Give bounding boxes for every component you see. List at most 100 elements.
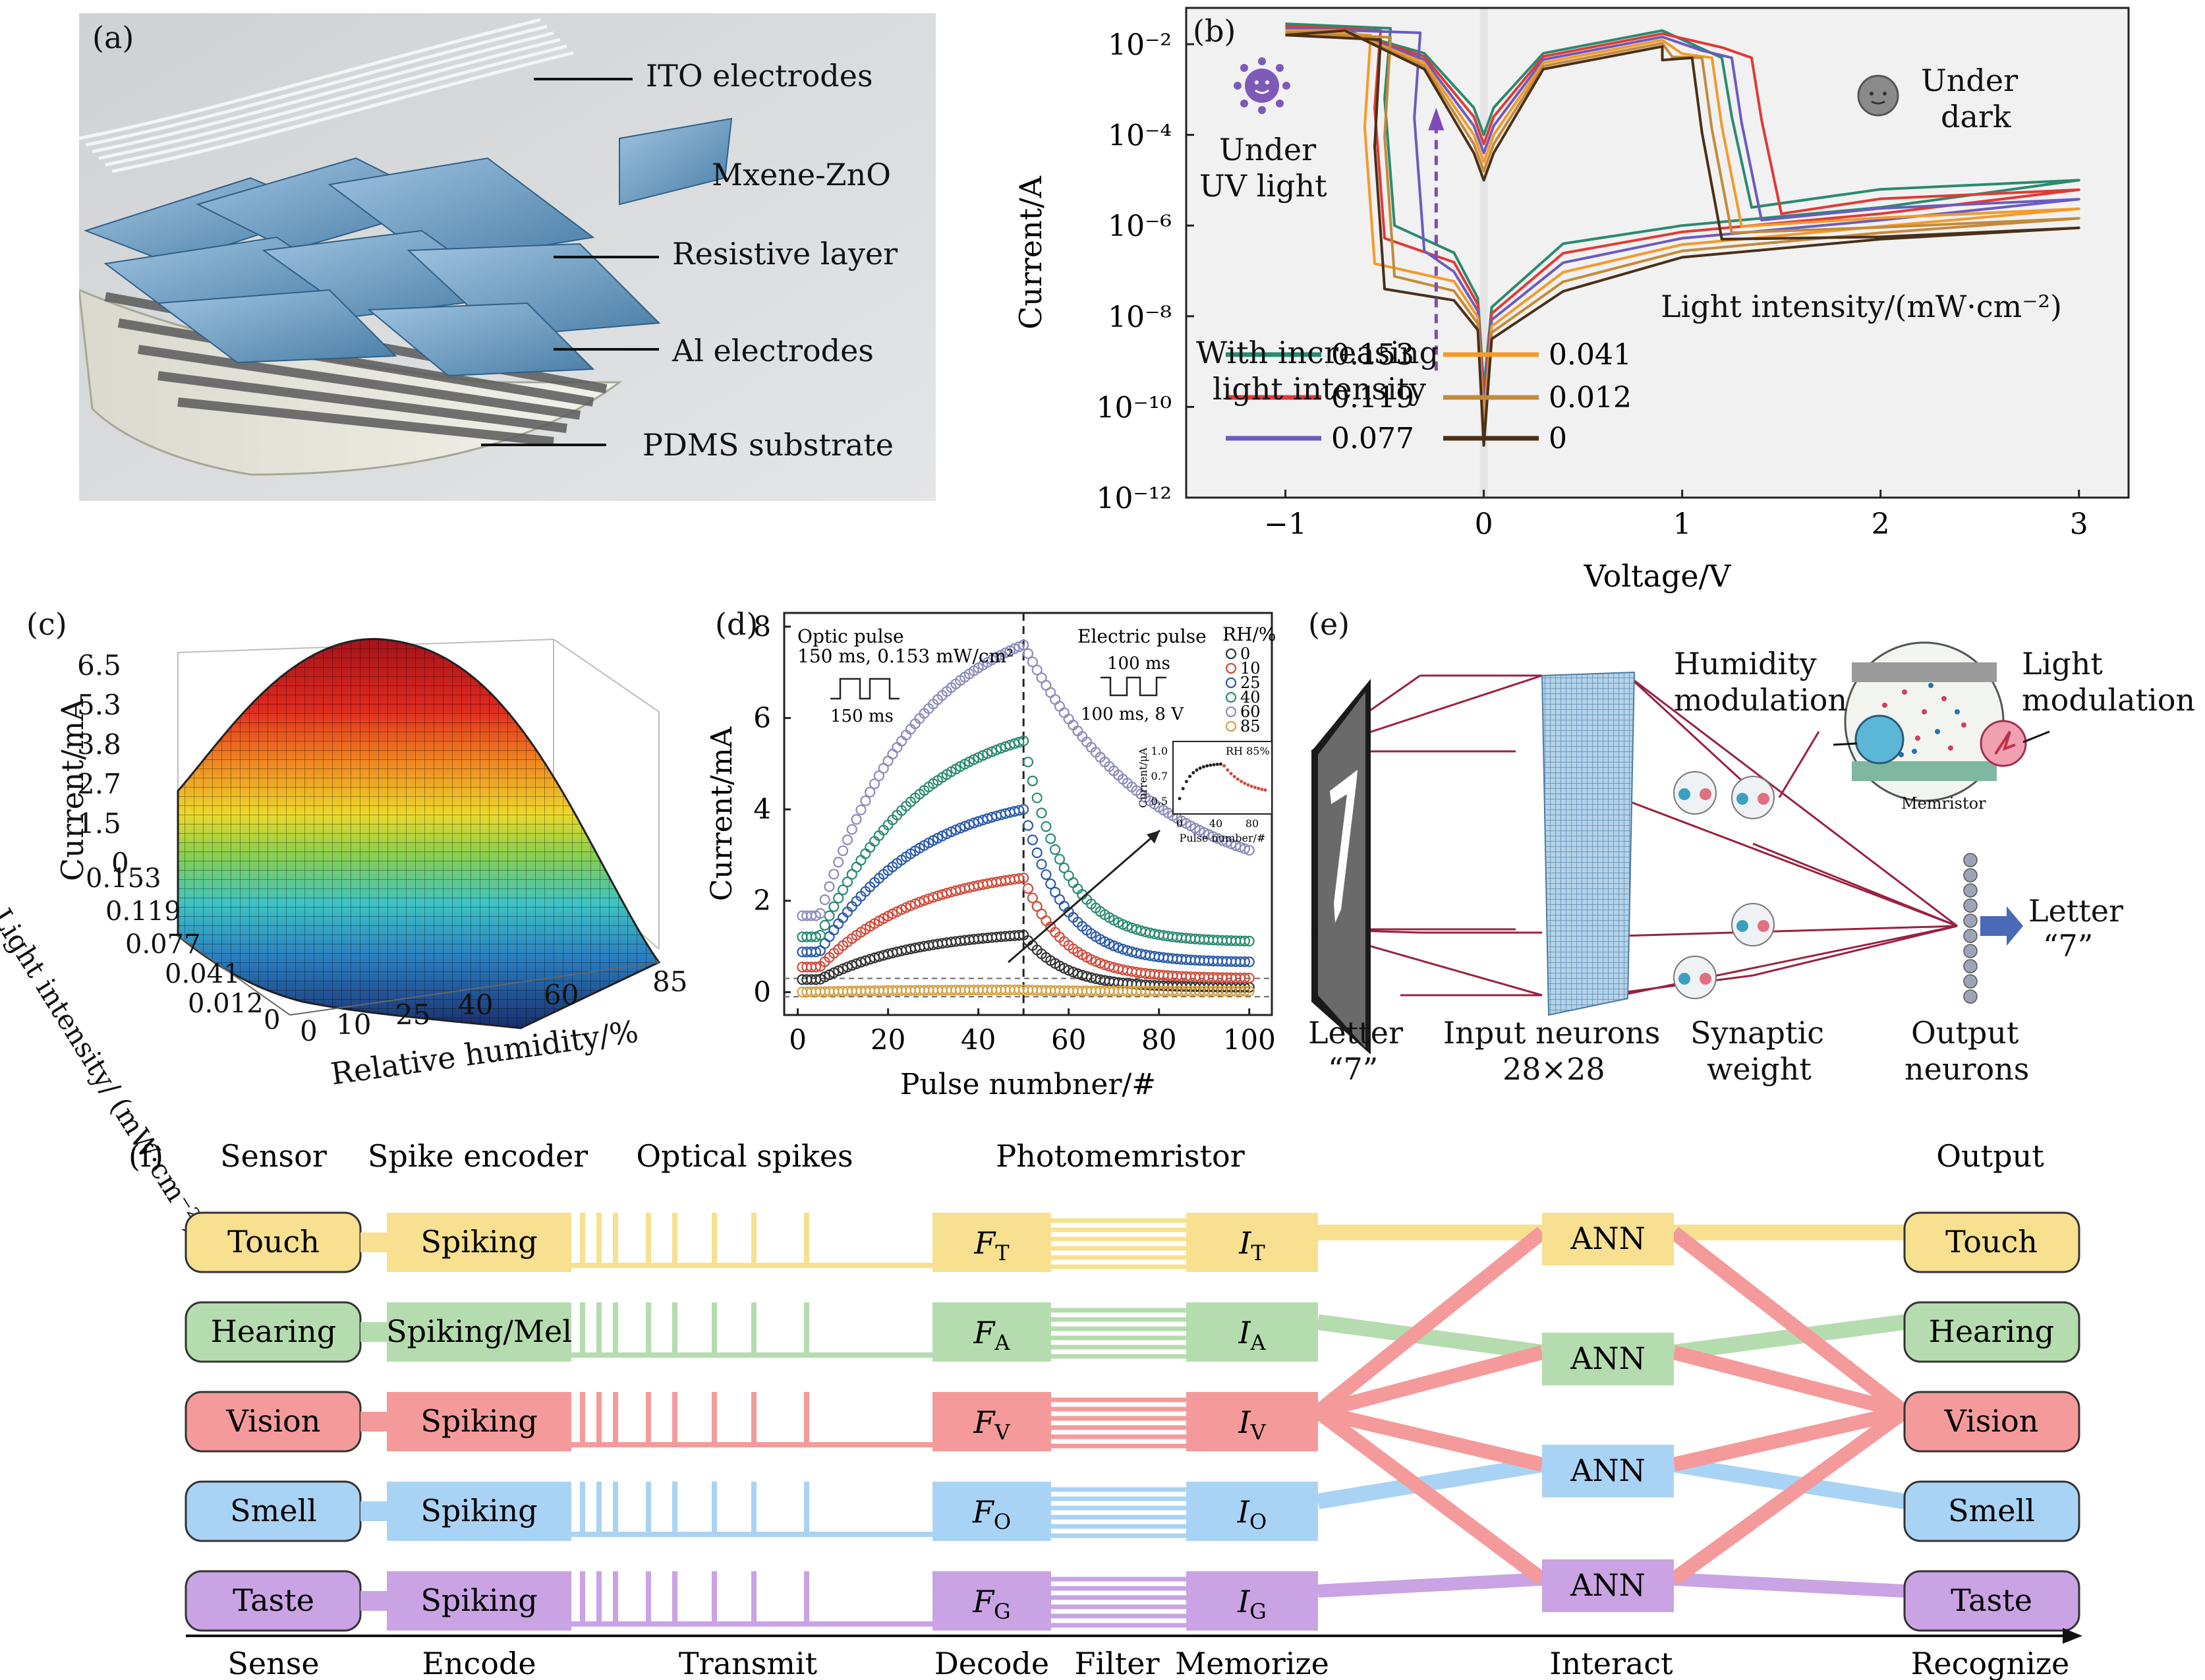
dark-moon-icon [1855, 72, 1901, 119]
rh-legend-label-40: 40 [1240, 688, 1261, 707]
axis-stage-interact: Interact [1549, 1646, 1673, 1680]
sensor-label: Smell [230, 1493, 317, 1528]
pulse-point-0 [842, 962, 853, 973]
panel-b-label: (b) [1193, 13, 1236, 49]
y-tick-label-d: 8 [753, 610, 771, 643]
optical-spike [712, 1213, 717, 1268]
photomemristor-i-taste [1186, 1571, 1318, 1631]
f-flow-1 [1317, 1314, 1543, 1360]
y-tick-label-d: 2 [753, 884, 771, 917]
output-label: Hearing [1929, 1314, 2055, 1349]
optical-spike [613, 1571, 618, 1627]
x-tick-label-b: 0 [1475, 507, 1493, 541]
optical-spike [596, 1482, 602, 1537]
y-axis-label-b: Current/A [1013, 175, 1048, 330]
inset-point [1178, 797, 1182, 801]
x-tick-label-b: 1 [1673, 507, 1692, 541]
x-tick-label-d: 40 [961, 1024, 996, 1056]
output-label: Taste [1951, 1582, 2032, 1618]
pulse-point-0 [1014, 930, 1025, 941]
pulse-point-10 [1031, 901, 1043, 912]
f-flow-5 [1673, 1314, 1906, 1360]
optic-params: 150 ms, 0.153 mW/cm² [797, 645, 1014, 667]
axis-stage-recognize: Recognize [1911, 1646, 2070, 1680]
intensity-arrowhead [1428, 107, 1445, 130]
rh-legend-marker-0 [1225, 648, 1237, 660]
optical-spike [580, 1213, 585, 1268]
rh-legend-marker-85 [1225, 720, 1237, 732]
encoder-label: Spiking [420, 1582, 537, 1618]
callout-mxene: Mxene-ZnO [712, 157, 891, 192]
e-bottom-input-1: Input neurons [1443, 1015, 1661, 1051]
output-hearing [1903, 1301, 2080, 1363]
e-bottom-syn-1: Synaptic [1690, 1015, 1824, 1051]
pulse-point-60 [1022, 648, 1034, 659]
optical-spike [646, 1571, 651, 1627]
pulse-point-40 [819, 919, 830, 931]
light-mod-line2: modulation [2022, 682, 2196, 718]
rh-legend-marker-60 [1225, 706, 1237, 718]
electric-top: 100 ms [1107, 654, 1170, 674]
x-tick-label-d: 60 [1051, 1024, 1086, 1056]
optical-spike [672, 1482, 677, 1537]
inset-point [1191, 770, 1195, 774]
inset-point [1184, 780, 1188, 784]
x-tick-label-b: −1 [1264, 507, 1307, 541]
legend-label-0: 0 [1549, 422, 1567, 455]
photomemristor-i-smell [1186, 1482, 1318, 1541]
z-tick-label-c: 0 [111, 847, 129, 879]
callout-resistive: Resistive layer [672, 236, 898, 272]
e-bottom-syn-2: weight [1707, 1051, 1812, 1087]
inset-xtick: 40 [1209, 817, 1222, 830]
f-vision-out-0 [1669, 1227, 1909, 1418]
pulse-point-60 [1018, 639, 1029, 651]
pulse-point-10 [1022, 883, 1034, 894]
panel-f-label: (f) [129, 1138, 163, 1174]
z-tick-label-c: 6.5 [77, 649, 121, 681]
photomemristor-f-smell [932, 1482, 1051, 1541]
pulse-point-40 [815, 929, 826, 941]
pulse-point-10 [1036, 908, 1047, 919]
sensor-label: Touch [227, 1224, 320, 1260]
optical-spike [804, 1482, 809, 1537]
y-tick-label-c: 0.119 [105, 896, 181, 927]
pulse-point-25 [1054, 894, 1066, 905]
arrow-note-line1: With increasing [1196, 335, 1439, 370]
pulse-point-25 [955, 823, 966, 834]
e-bottom-out-1: Output [1911, 1015, 2019, 1051]
axis-stage-transmit: Transmit [679, 1646, 818, 1680]
rh-legend-marker-10 [1225, 662, 1237, 674]
optical-spike [596, 1302, 602, 1358]
ann-label-1: ANN [1570, 1341, 1646, 1376]
optical-spike [646, 1482, 651, 1537]
iv-curve-0.077 [1285, 27, 2080, 413]
inset-point [1209, 763, 1213, 767]
y-tick-label-b: 10⁻⁶ [1108, 210, 1172, 243]
optic-width: 150 ms [830, 707, 894, 726]
x-tick-label-d: 80 [1141, 1024, 1176, 1056]
f-vision-out-2 [1672, 1405, 1906, 1472]
inset-point [1263, 788, 1267, 792]
ann-box-2 [1542, 1445, 1674, 1497]
f-symbol: FO [972, 1494, 1011, 1534]
photomemristor-f-hearing [932, 1302, 1051, 1362]
inset-point [1253, 786, 1257, 790]
pulse-point-40 [855, 855, 867, 866]
pulse-point-40 [987, 746, 998, 757]
inset-point [1181, 787, 1185, 791]
rh-legend-label-0: 0 [1240, 645, 1250, 663]
output-label: Smell [1948, 1493, 2035, 1528]
ann-box-1 [1542, 1333, 1674, 1385]
f-vision-out-1 [1672, 1345, 1906, 1419]
x-tick-label-d: 0 [789, 1024, 807, 1056]
inset-point [1218, 762, 1222, 766]
rh-legend-label-85: 85 [1240, 717, 1261, 736]
inset-point [1240, 780, 1244, 784]
panel-c [0, 593, 699, 1107]
rh-legend-marker-40 [1225, 691, 1237, 703]
inset-xtick: 0 [1176, 817, 1183, 830]
pulse-point-40 [1068, 877, 1079, 888]
y-tick-label-b: 10⁻⁸ [1108, 301, 1172, 334]
